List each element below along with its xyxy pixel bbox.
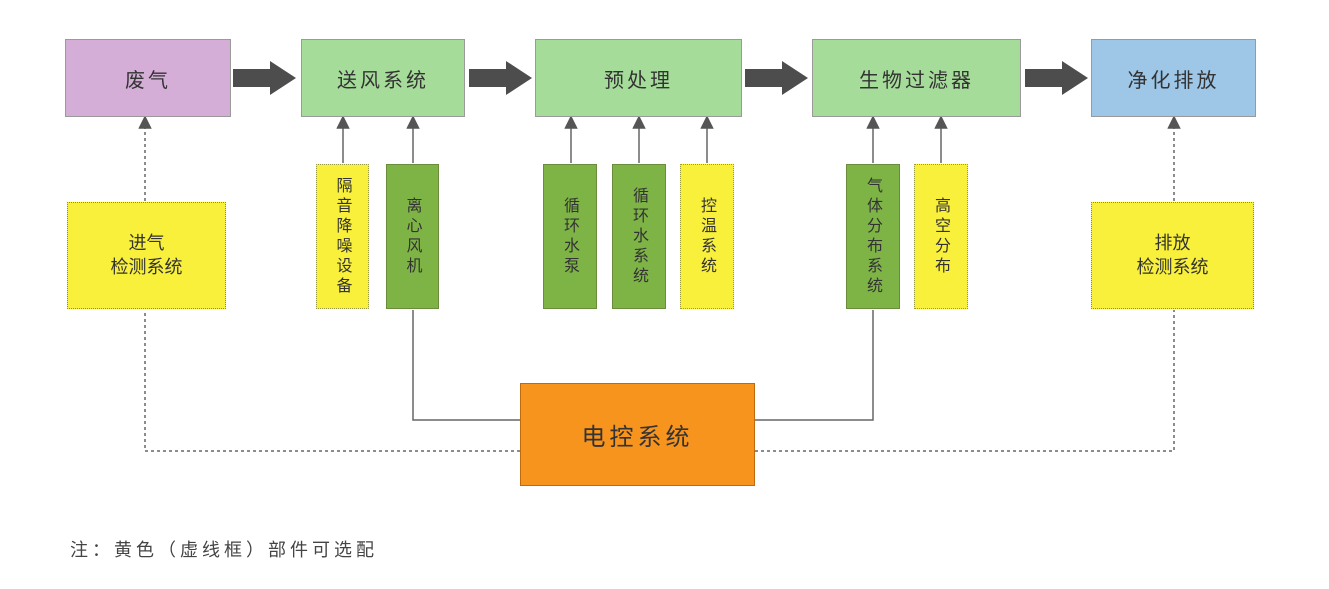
circulation-pump-label: 循环水泵 (561, 196, 580, 277)
centrifugal-fan-box: 离心风机 (386, 164, 439, 309)
blower-system-box: 送风系统 (301, 39, 465, 117)
biofilter-label: 生物过滤器 (859, 67, 974, 92)
biofilter-box: 生物过滤器 (812, 39, 1021, 117)
inlet-detection-box: 进气 检测系统 (67, 202, 226, 309)
temperature-control-label: 控温系统 (698, 196, 717, 277)
flow-arrow-1 (233, 61, 296, 95)
inlet-detection-line2: 检测系统 (110, 256, 183, 278)
circulation-pump-box: 循环水泵 (543, 164, 597, 309)
exhaust-box: 净化排放 (1091, 39, 1256, 117)
flow-arrow-2 (469, 61, 532, 95)
flow-arrow-4 (1025, 61, 1088, 95)
line-control-to-fan (412, 310, 520, 421)
pretreatment-label: 预处理 (604, 67, 673, 92)
control-system-box: 电控系统 (520, 383, 755, 486)
waste-gas-box: 废气 (65, 39, 231, 117)
circulation-water-label: 循环水系统 (630, 186, 649, 287)
noise-reduction-box: 隔音降噪设备 (316, 164, 369, 309)
line-control-to-gasdist (755, 310, 874, 421)
noise-reduction-label: 隔音降噪设备 (333, 176, 353, 297)
line-control-to-outlet (755, 310, 1175, 452)
outlet-detection-box: 排放 检测系统 (1091, 202, 1254, 309)
exhaust-label: 净化排放 (1127, 67, 1220, 92)
control-system-label: 电控系统 (581, 423, 694, 451)
pretreatment-box: 预处理 (535, 39, 742, 117)
flow-arrow-3 (745, 61, 808, 95)
gas-distribution-label: 气体分布系统 (864, 176, 883, 297)
circulation-water-box: 循环水系统 (612, 164, 666, 309)
waste-gas-label: 废气 (125, 67, 171, 92)
inlet-detection-line1: 进气 (128, 232, 165, 254)
altitude-distribution-label: 高空分布 (932, 196, 951, 277)
line-control-to-inlet (144, 310, 520, 452)
outlet-detection-line1: 排放 (1154, 232, 1191, 254)
altitude-distribution-box: 高空分布 (914, 164, 968, 309)
gas-distribution-box: 气体分布系统 (846, 164, 900, 309)
footnote: 注：黄色（虚线框）部件可选配 (70, 540, 378, 561)
outlet-detection-line2: 检测系统 (1136, 256, 1209, 278)
temperature-control-box: 控温系统 (680, 164, 734, 309)
blower-system-label: 送风系统 (337, 67, 429, 92)
centrifugal-fan-label: 离心风机 (403, 196, 423, 277)
